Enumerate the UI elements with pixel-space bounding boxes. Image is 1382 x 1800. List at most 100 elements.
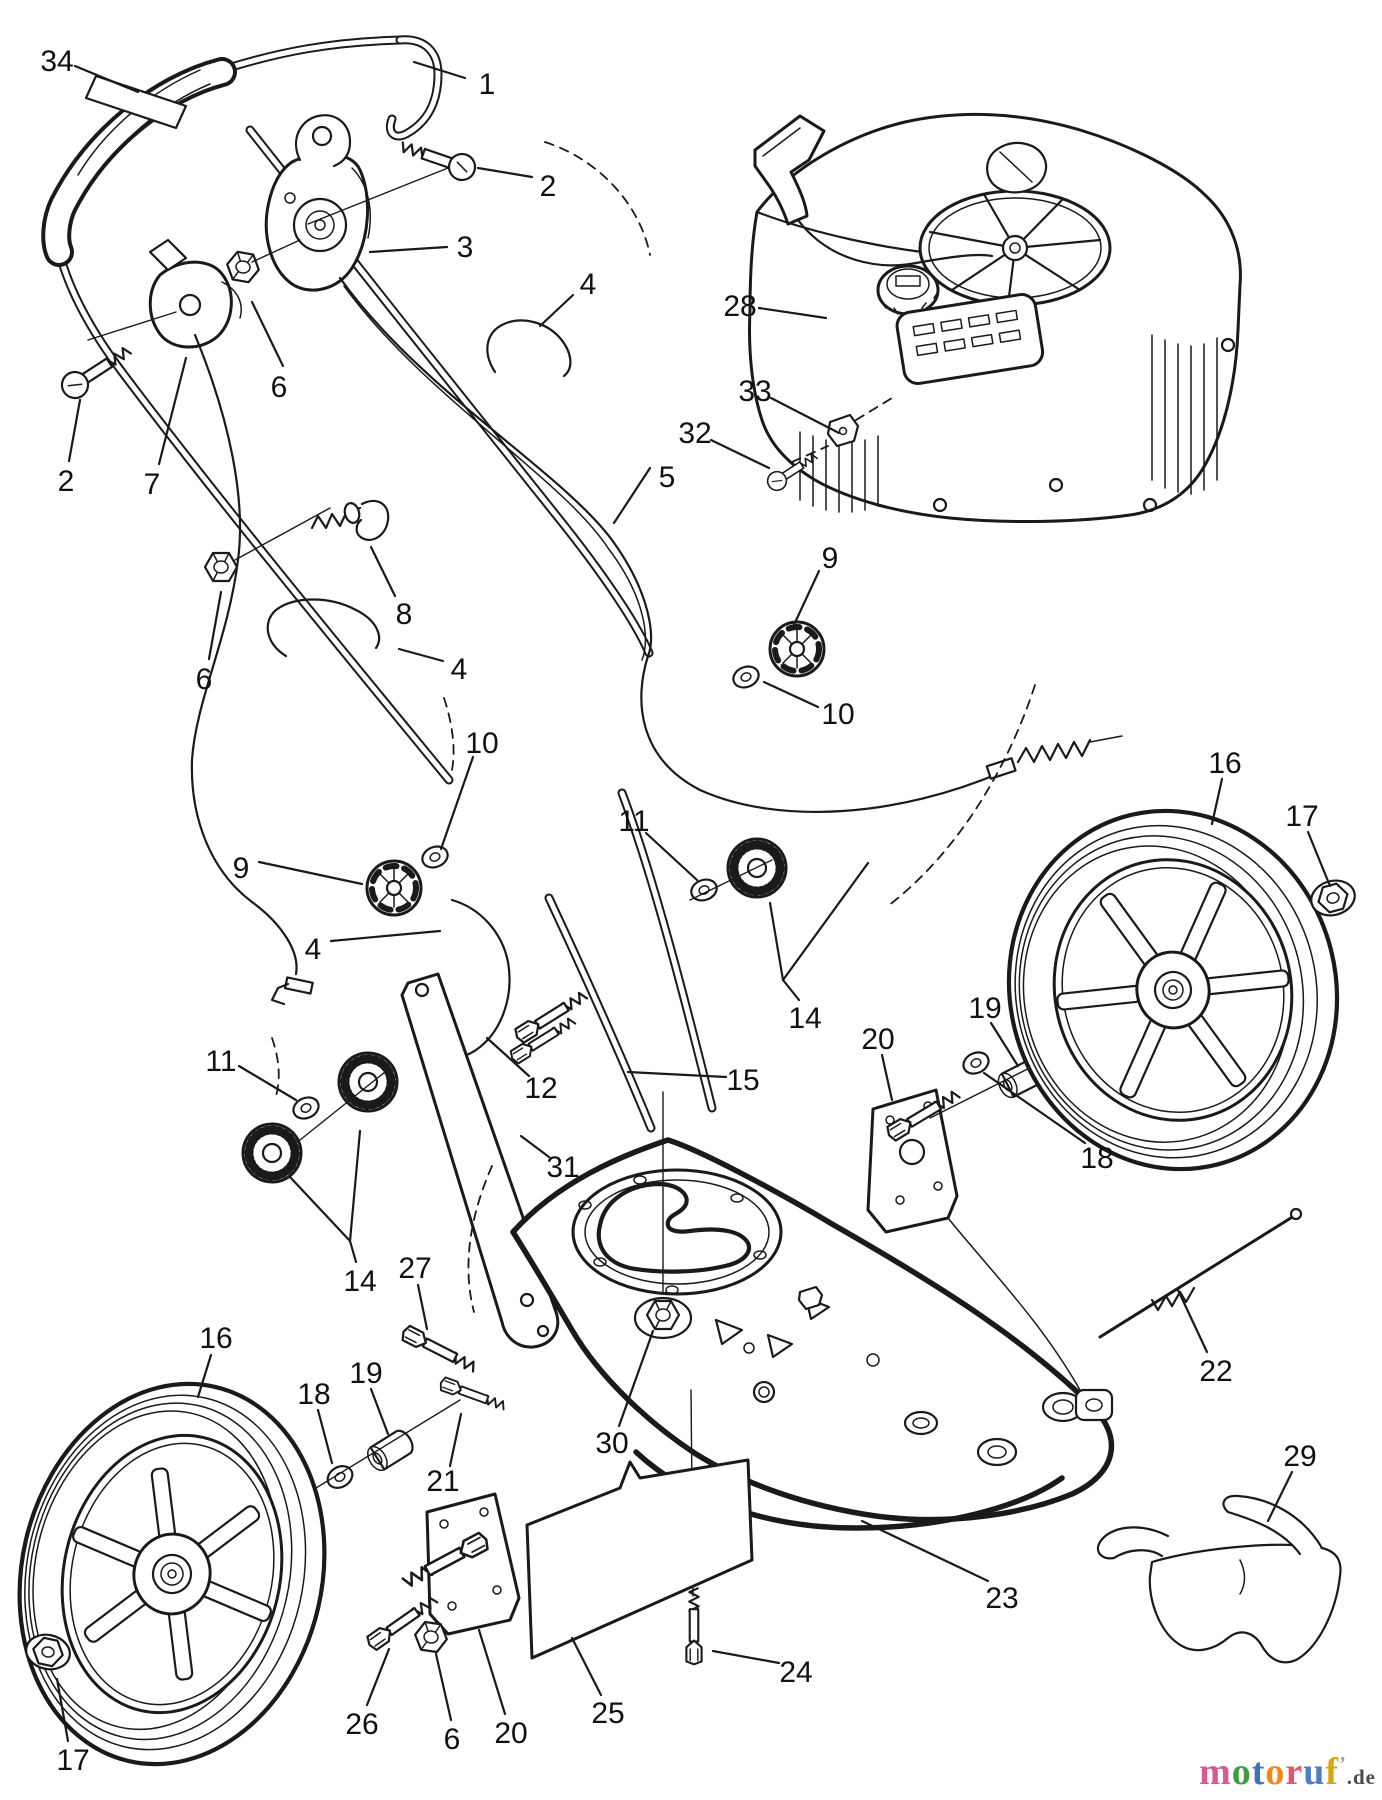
leader-line xyxy=(369,1387,390,1436)
part-number-label: 4 xyxy=(451,653,468,686)
part-number-label: 25 xyxy=(591,1697,624,1730)
leader-line xyxy=(762,680,820,709)
upper-handle xyxy=(41,35,654,785)
part-number-label: 6 xyxy=(271,371,288,404)
tie-rod-22 xyxy=(1098,1207,1303,1339)
starter-rope xyxy=(796,218,994,267)
leader-line xyxy=(250,300,285,368)
retainer-wire-4b xyxy=(266,598,381,658)
leader-line xyxy=(477,1628,507,1716)
part-number-label: 19 xyxy=(349,1357,382,1390)
foam-grip xyxy=(41,57,237,267)
clip-screw-axis xyxy=(791,397,893,463)
deck-nut-30 xyxy=(645,1299,681,1331)
part-number-label: 30 xyxy=(595,1427,628,1460)
leader-line xyxy=(626,1070,728,1079)
part-number-label: 16 xyxy=(1208,747,1241,780)
leader-line xyxy=(781,861,870,982)
nut-6a xyxy=(223,249,263,285)
part-number-label: 3 xyxy=(457,231,474,264)
deflector-plate-25 xyxy=(525,1458,754,1660)
part-number-label: 12 xyxy=(524,1072,557,1105)
leader-line xyxy=(781,978,801,1002)
leader-line xyxy=(860,1519,990,1583)
leader-line xyxy=(612,466,652,525)
washer-18-right xyxy=(958,1047,994,1079)
part-number-label: 11 xyxy=(618,805,649,838)
leader-line xyxy=(711,1649,781,1665)
speed-control-bracket-3 xyxy=(264,114,371,292)
cable-spring xyxy=(1016,738,1092,764)
wheel-bracket-right-20 xyxy=(866,1086,1081,1391)
leader-line xyxy=(416,1283,429,1331)
watermark-letter: o xyxy=(1231,1751,1252,1793)
leader-line xyxy=(439,755,475,851)
part-number-label: 17 xyxy=(56,1744,89,1777)
leader-line xyxy=(644,831,699,882)
leader-line xyxy=(329,929,442,943)
part-number-label: 29 xyxy=(1283,1440,1316,1473)
leader-line xyxy=(1176,1288,1209,1354)
part-number-label: 1 xyxy=(479,68,496,101)
leader-line xyxy=(791,569,821,629)
spokes xyxy=(1056,881,1290,1099)
leader-line xyxy=(368,245,449,254)
part-number-label: 18 xyxy=(297,1378,330,1411)
control-lever-7 xyxy=(148,238,242,349)
watermark-letter: r xyxy=(1285,1751,1304,1793)
part-number-label: 24 xyxy=(779,1656,812,1689)
hook-bolt-8 xyxy=(310,499,390,541)
lower-handle-struts-15 xyxy=(544,788,717,1133)
handle-decal-34 xyxy=(84,74,188,130)
part-number-label: 6 xyxy=(444,1723,461,1756)
watermark-tick: ’ xyxy=(1339,1753,1347,1775)
leader-line xyxy=(617,1329,655,1428)
engine-28 xyxy=(748,112,1242,524)
leader-line xyxy=(570,1636,603,1697)
dashed-guides xyxy=(271,141,1036,1313)
cable-clip-33 xyxy=(826,413,860,448)
leader-line xyxy=(369,545,397,598)
height-ratchet-assemblies xyxy=(243,839,786,1182)
part-number-label: 23 xyxy=(985,1582,1018,1615)
screw-2a xyxy=(396,132,480,185)
leader-line xyxy=(207,590,223,661)
part-number-label: 4 xyxy=(305,933,322,966)
part-number-label: 27 xyxy=(398,1252,431,1285)
throttle-cable xyxy=(338,276,1004,813)
part-number-label: 20 xyxy=(861,1023,894,1056)
part-number-label: 10 xyxy=(821,698,854,731)
retainer-wire-4a xyxy=(486,319,572,378)
control-cables xyxy=(190,276,1123,1059)
part-number-label: 9 xyxy=(233,852,250,885)
leader-line xyxy=(519,1134,551,1159)
part-number-label: 2 xyxy=(58,465,75,498)
part-number-label: 15 xyxy=(726,1064,759,1097)
part-number-label: 6 xyxy=(196,663,213,696)
part-number-label: 34 xyxy=(40,45,73,78)
leader-line xyxy=(709,438,771,470)
part-number-label: 10 xyxy=(465,727,498,760)
part-number-label: 4 xyxy=(580,268,597,301)
cylinder-fins xyxy=(799,334,1218,513)
watermark-letter: m xyxy=(1199,1751,1232,1793)
watermark-domain-suffix: .de xyxy=(1346,1765,1376,1789)
safety-glasses-29 xyxy=(1096,1494,1342,1664)
part-number-label: 7 xyxy=(144,468,161,501)
leader-line xyxy=(348,1239,358,1264)
leader-line xyxy=(67,398,82,463)
motoruf-watermark: motoruf’.de xyxy=(1199,1750,1376,1794)
part-number-label: 17 xyxy=(1285,800,1318,833)
recoil-starter xyxy=(918,189,1112,307)
leader-line xyxy=(397,647,445,663)
leader-line xyxy=(412,60,467,80)
leader-line xyxy=(1266,1470,1294,1523)
watermark-letter: u xyxy=(1303,1751,1326,1793)
head-bolt-24 xyxy=(685,1587,703,1666)
part-number-label: 18 xyxy=(1080,1142,1113,1175)
starter-pull-handle xyxy=(753,114,994,267)
bracket-cable xyxy=(947,1217,1081,1391)
handle-left-rail xyxy=(55,250,454,785)
